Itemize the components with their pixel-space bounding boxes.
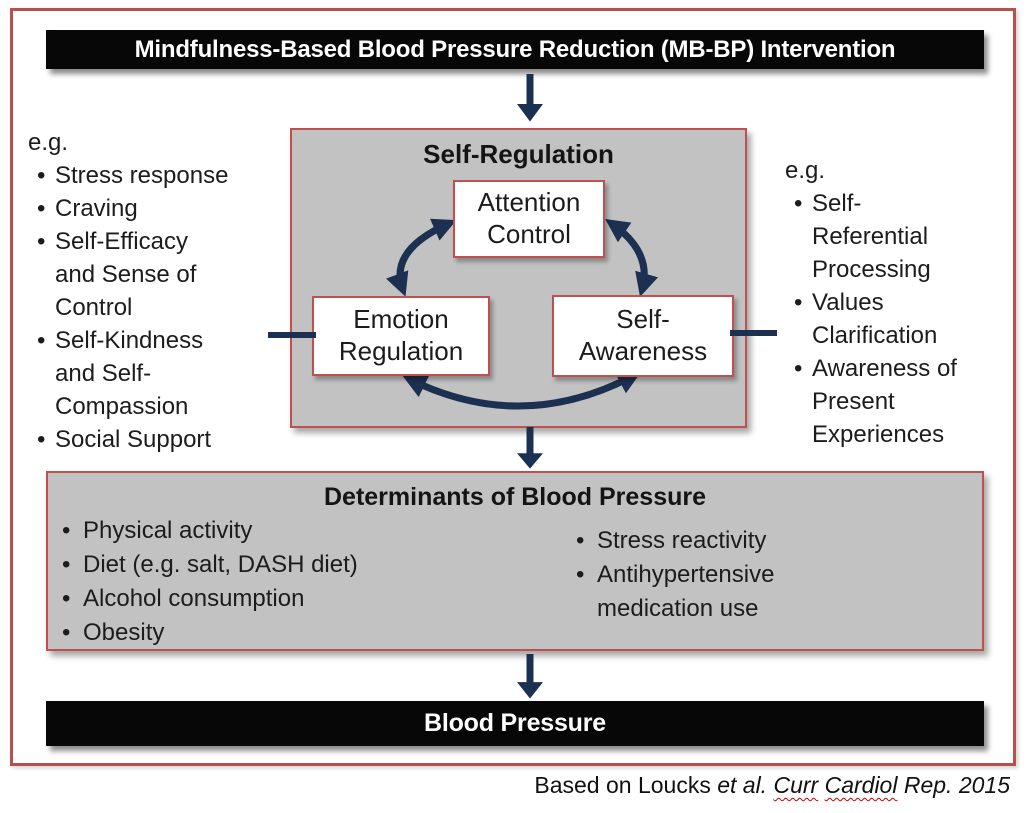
bullet-icon: • — [37, 228, 46, 255]
node-emotion-regulation: Emotion Regulation — [312, 296, 490, 376]
connector-line-right — [730, 330, 777, 336]
connector-line-left — [268, 332, 316, 338]
list-item: •Alcohol consumption — [62, 582, 492, 616]
list-item: •Awareness of Present Experiences — [785, 352, 1003, 451]
list-item: •Stress response — [28, 159, 276, 192]
list-item: •Stress reactivity — [576, 524, 956, 558]
down-arrow-icon — [517, 74, 543, 122]
bullet-icon: • — [37, 162, 46, 189]
down-arrow-icon — [517, 654, 543, 699]
intervention-banner-label: Mindfulness-Based Blood Pressure Reducti… — [134, 36, 896, 63]
outer-frame — [10, 8, 1016, 766]
node-self-awareness: Self- Awareness — [552, 295, 734, 377]
list-item: •Self- Referential Processing — [785, 187, 1003, 286]
citation-suffix: Rep. 2015 — [897, 772, 1010, 798]
cycle-arrow-bottom — [402, 371, 642, 410]
list-item: •Self-Efficacy and Sense of Control — [28, 225, 276, 324]
self-regulation-title: Self-Regulation — [423, 139, 614, 169]
left-examples-heading: e.g. — [28, 129, 69, 156]
bullet-icon: • — [62, 517, 71, 544]
determinants-right-column: •Stress reactivity •Antihypertensive med… — [576, 524, 956, 626]
intervention-banner: Mindfulness-Based Blood Pressure Reducti… — [46, 30, 984, 69]
left-examples-items: •Stress response •Craving •Self-Efficacy… — [28, 159, 276, 456]
determinants-box: Determinants of Blood Pressure •Physical… — [46, 471, 984, 651]
bullet-icon: • — [576, 527, 585, 554]
bullet-icon: • — [37, 426, 46, 453]
list-item: •Antihypertensive medication use — [576, 558, 956, 626]
right-examples-items: •Self- Referential Processing •Values Cl… — [785, 187, 1003, 451]
list-item: •Craving — [28, 192, 276, 225]
cycle-arrows — [386, 218, 659, 410]
determinants-title: Determinants of Blood Pressure — [323, 483, 707, 511]
bullet-icon: • — [576, 561, 585, 588]
blood-pressure-banner: Blood Pressure — [46, 701, 984, 746]
bullet-icon: • — [62, 585, 71, 612]
cycle-arrow-right — [605, 218, 659, 297]
down-arrow-bottom — [515, 654, 545, 699]
citation-journal-word2: Cardiol — [824, 772, 898, 798]
list-item: •Social Support — [28, 423, 276, 456]
determinants-left-column: •Physical activity •Diet (e.g. salt, DAS… — [62, 514, 492, 650]
self-regulation-box: Self-Regulation Attention Control Emotio… — [290, 128, 747, 428]
bullet-icon: • — [794, 289, 803, 316]
citation-prefix: Based on Loucks — [534, 772, 718, 798]
bullet-icon: • — [794, 355, 803, 382]
cycle-arrow-left — [386, 218, 457, 297]
list-item: •Self-Kindness and Self- Compassion — [28, 324, 276, 423]
down-arrow-middle — [515, 427, 545, 469]
list-item: •Obesity — [62, 616, 492, 650]
list-item: •Diet (e.g. salt, DASH diet) — [62, 548, 492, 582]
citation-journal-word1: Curr — [773, 772, 819, 798]
right-examples-list: e.g. •Self- Referential Processing •Valu… — [785, 154, 1003, 451]
bullet-icon: • — [62, 619, 71, 646]
bullet-icon: • — [37, 327, 46, 354]
bullet-icon: • — [62, 551, 71, 578]
down-arrow-icon — [517, 427, 543, 469]
right-examples-heading: e.g. — [785, 157, 826, 184]
left-examples-list: e.g. •Stress response •Craving •Self-Eff… — [28, 126, 276, 456]
citation-et-al: et al. — [717, 772, 774, 798]
node-attention-control: Attention Control — [453, 180, 605, 258]
citation: Based on Loucks et al. Curr Cardiol Rep.… — [534, 772, 1010, 799]
blood-pressure-banner-label: Blood Pressure — [424, 709, 606, 737]
list-item: •Physical activity — [62, 514, 492, 548]
list-item: •Values Clarification — [785, 286, 1003, 352]
down-arrow-top — [515, 74, 545, 122]
bullet-icon: • — [37, 195, 46, 222]
bullet-icon: • — [794, 190, 803, 217]
